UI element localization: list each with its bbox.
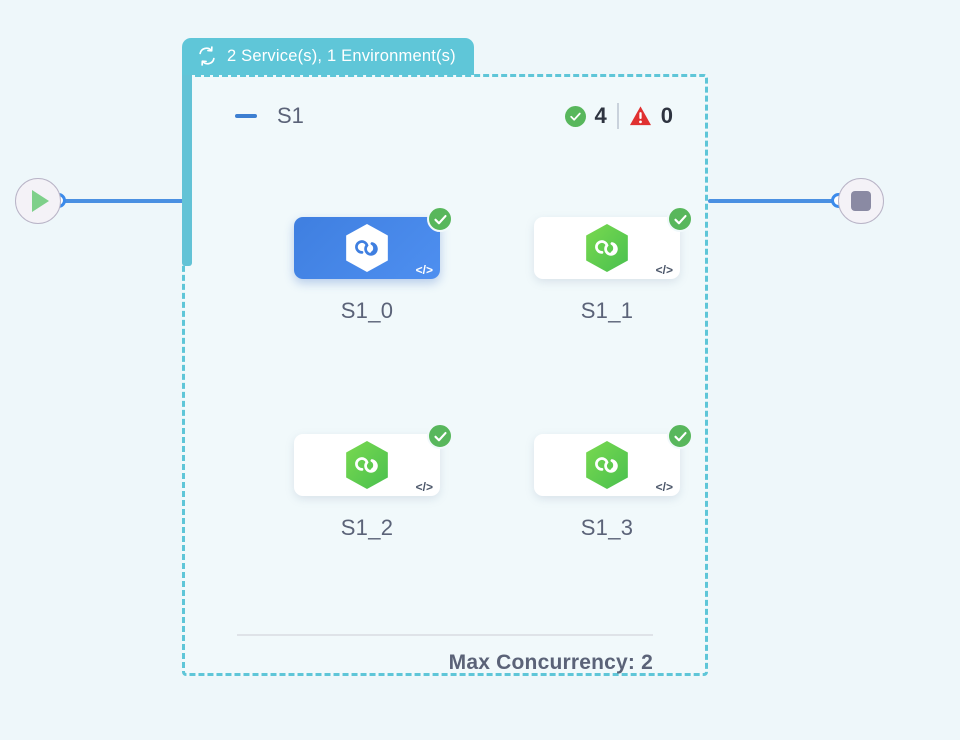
edge-start-to-group: [62, 199, 187, 203]
status-error-count: 0: [660, 103, 673, 128]
status-badge-ok: [427, 206, 453, 232]
footer-divider: [237, 634, 653, 636]
service-label-s1-1: S1_1: [580, 298, 634, 323]
code-icon[interactable]: </>: [655, 263, 673, 277]
end-node[interactable]: [838, 178, 884, 224]
status-badge-ok: [667, 206, 693, 232]
hexagon-infinity-icon: [346, 441, 388, 489]
service-cell: </> S1_3: [487, 423, 727, 541]
max-concurrency-label: Max Concurrency: 2: [448, 651, 653, 674]
status-divider: [616, 103, 619, 129]
service-label-s1-0: S1_0: [340, 298, 394, 323]
service-cell: </> S1_0: [247, 206, 487, 324]
status-badge-ok: [427, 423, 453, 449]
group-name-label: S1: [277, 103, 304, 128]
status-ok-count: 4: [594, 103, 607, 128]
group-body: S1 4: [182, 74, 708, 676]
status-cluster: 4 0: [564, 103, 673, 129]
play-icon: [32, 190, 49, 212]
service-cell: </> S1_1: [487, 206, 727, 324]
service-group: 2 Service(s), 1 Environment(s) S1 4: [182, 38, 708, 676]
code-icon[interactable]: </>: [655, 480, 673, 494]
status-badge-ok: [667, 423, 693, 449]
loop-icon: [199, 46, 215, 66]
service-card-grid: </> S1_0: [247, 206, 727, 541]
code-icon[interactable]: </>: [415, 480, 433, 494]
hexagon-infinity-icon: [586, 441, 628, 489]
service-label-s1-3: S1_3: [580, 515, 634, 540]
start-node[interactable]: [15, 178, 61, 224]
edge-group-to-end: [708, 199, 843, 203]
service-card-s1-3[interactable]: </>: [534, 423, 693, 496]
code-icon[interactable]: </>: [415, 263, 433, 277]
status-ok: 4: [564, 103, 607, 129]
hexagon-infinity-icon: [346, 224, 388, 272]
group-header-title: 2 Service(s), 1 Environment(s): [227, 46, 456, 65]
stop-icon: [851, 191, 871, 211]
group-left-rail: [182, 74, 192, 266]
check-circle-icon: [564, 105, 586, 127]
hexagon-infinity-icon: [586, 224, 628, 272]
service-card-s1-0[interactable]: </>: [294, 206, 453, 279]
service-card-s1-2[interactable]: </>: [294, 423, 453, 496]
group-header-tab[interactable]: 2 Service(s), 1 Environment(s): [182, 38, 474, 75]
group-toolbar: S1 4: [185, 103, 705, 129]
warning-triangle-icon: [629, 106, 651, 126]
service-cell: </> S1_2: [247, 423, 487, 541]
minus-icon[interactable]: [235, 114, 257, 118]
service-card-s1-1[interactable]: </>: [534, 206, 693, 279]
status-error: 0: [629, 103, 673, 129]
service-label-s1-2: S1_2: [340, 515, 394, 540]
